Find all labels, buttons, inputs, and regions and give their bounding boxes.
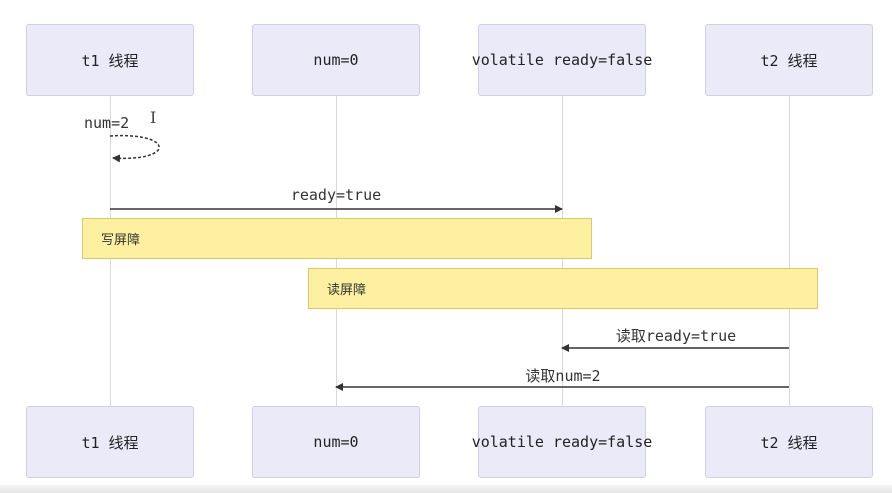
label-read-num: 读取num=2 [525,367,601,385]
label-self-num: num=2 [84,114,130,132]
self-loop-arrow [109,134,160,163]
text-cursor-icon: I [150,108,157,127]
actor-ready-top: volatile ready=false [472,24,652,96]
actor-t1-bottom: t1 线程 [26,406,194,478]
note-write-barrier: 写屏障 [82,218,592,259]
actor-num-top: num=0 [252,24,420,96]
actor-t2-bottom: t2 线程 [705,406,873,478]
actor-ready-bottom: volatile ready=false [472,406,652,478]
bottom-edge [0,485,892,493]
lifeline-t2 [789,96,790,406]
label-ready-true: ready=true [290,186,382,204]
note-read-barrier: 读屏障 [308,268,818,309]
label-read-ready: 读取ready=true [615,327,737,345]
actor-num-bottom: num=0 [252,406,420,478]
actor-t2-top: t2 线程 [705,24,873,96]
actor-t1-top: t1 线程 [26,24,194,96]
